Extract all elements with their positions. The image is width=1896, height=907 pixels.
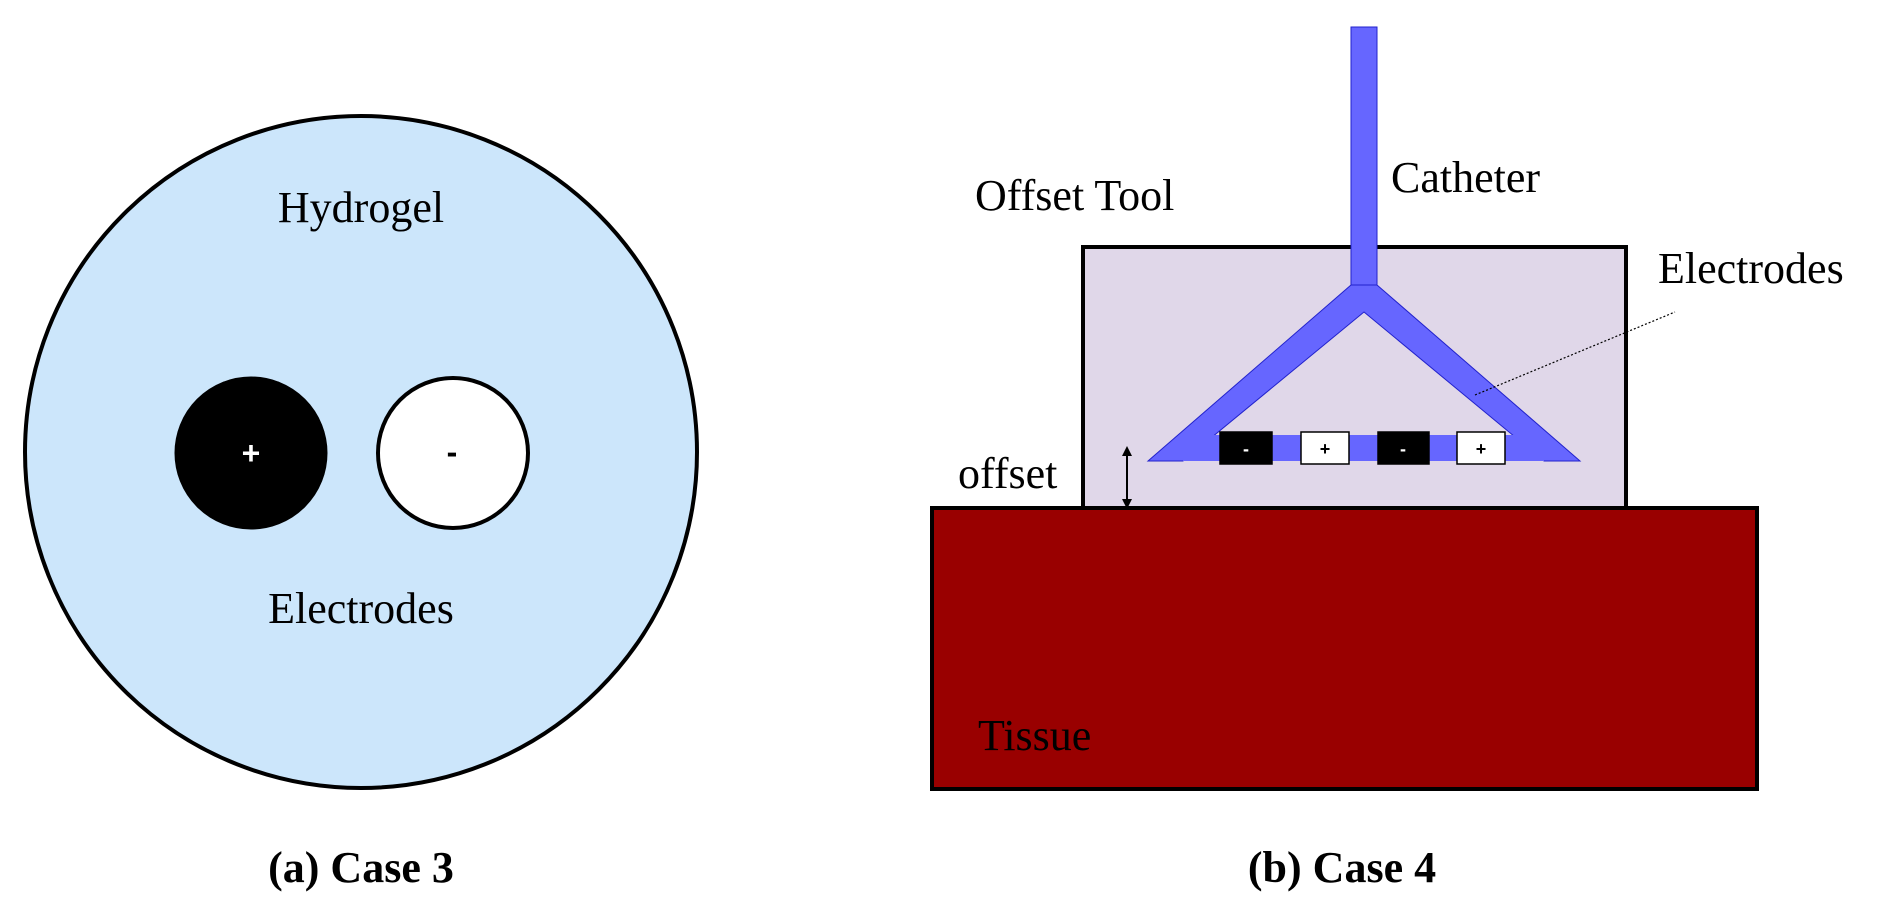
electrodes-label-b: Electrodes xyxy=(1658,244,1844,293)
electrode-1-symbol: - xyxy=(1243,439,1249,459)
electrodes-leader-line xyxy=(1474,311,1676,396)
electrode-4-symbol: + xyxy=(1476,439,1487,459)
catheter-label: Catheter xyxy=(1391,153,1540,202)
electrode-1: - xyxy=(1219,431,1273,465)
electrode-4: + xyxy=(1456,431,1506,465)
caption-a: (a) Case 3 xyxy=(268,843,454,892)
negative-electrode-symbol: - xyxy=(447,434,458,470)
hydrogel-label: Hydrogel xyxy=(278,183,444,232)
electrode-3-symbol: - xyxy=(1400,439,1406,459)
offset-label: offset xyxy=(958,449,1057,498)
caption-b: (b) Case 4 xyxy=(1248,843,1436,892)
electrodes-label: Electrodes xyxy=(268,584,454,633)
tissue-label: Tissue xyxy=(978,711,1091,760)
negative-electrode xyxy=(376,376,530,530)
panel-b: Tissue Offset Tool Catheter - + - + xyxy=(930,26,1844,892)
positive-electrode xyxy=(174,376,328,530)
electrode-2: + xyxy=(1300,431,1350,465)
tissue-block xyxy=(930,506,1759,791)
panel-a: Hydrogel + - Electrodes (a) Case 3 xyxy=(23,114,699,892)
hydrogel-disc xyxy=(23,114,699,790)
positive-electrode-symbol: + xyxy=(242,435,261,471)
electrode-3: - xyxy=(1377,431,1430,465)
electrode-2-symbol: + xyxy=(1320,439,1331,459)
offset-tool-label: Offset Tool xyxy=(975,171,1174,220)
catheter-shaft xyxy=(1350,26,1378,286)
